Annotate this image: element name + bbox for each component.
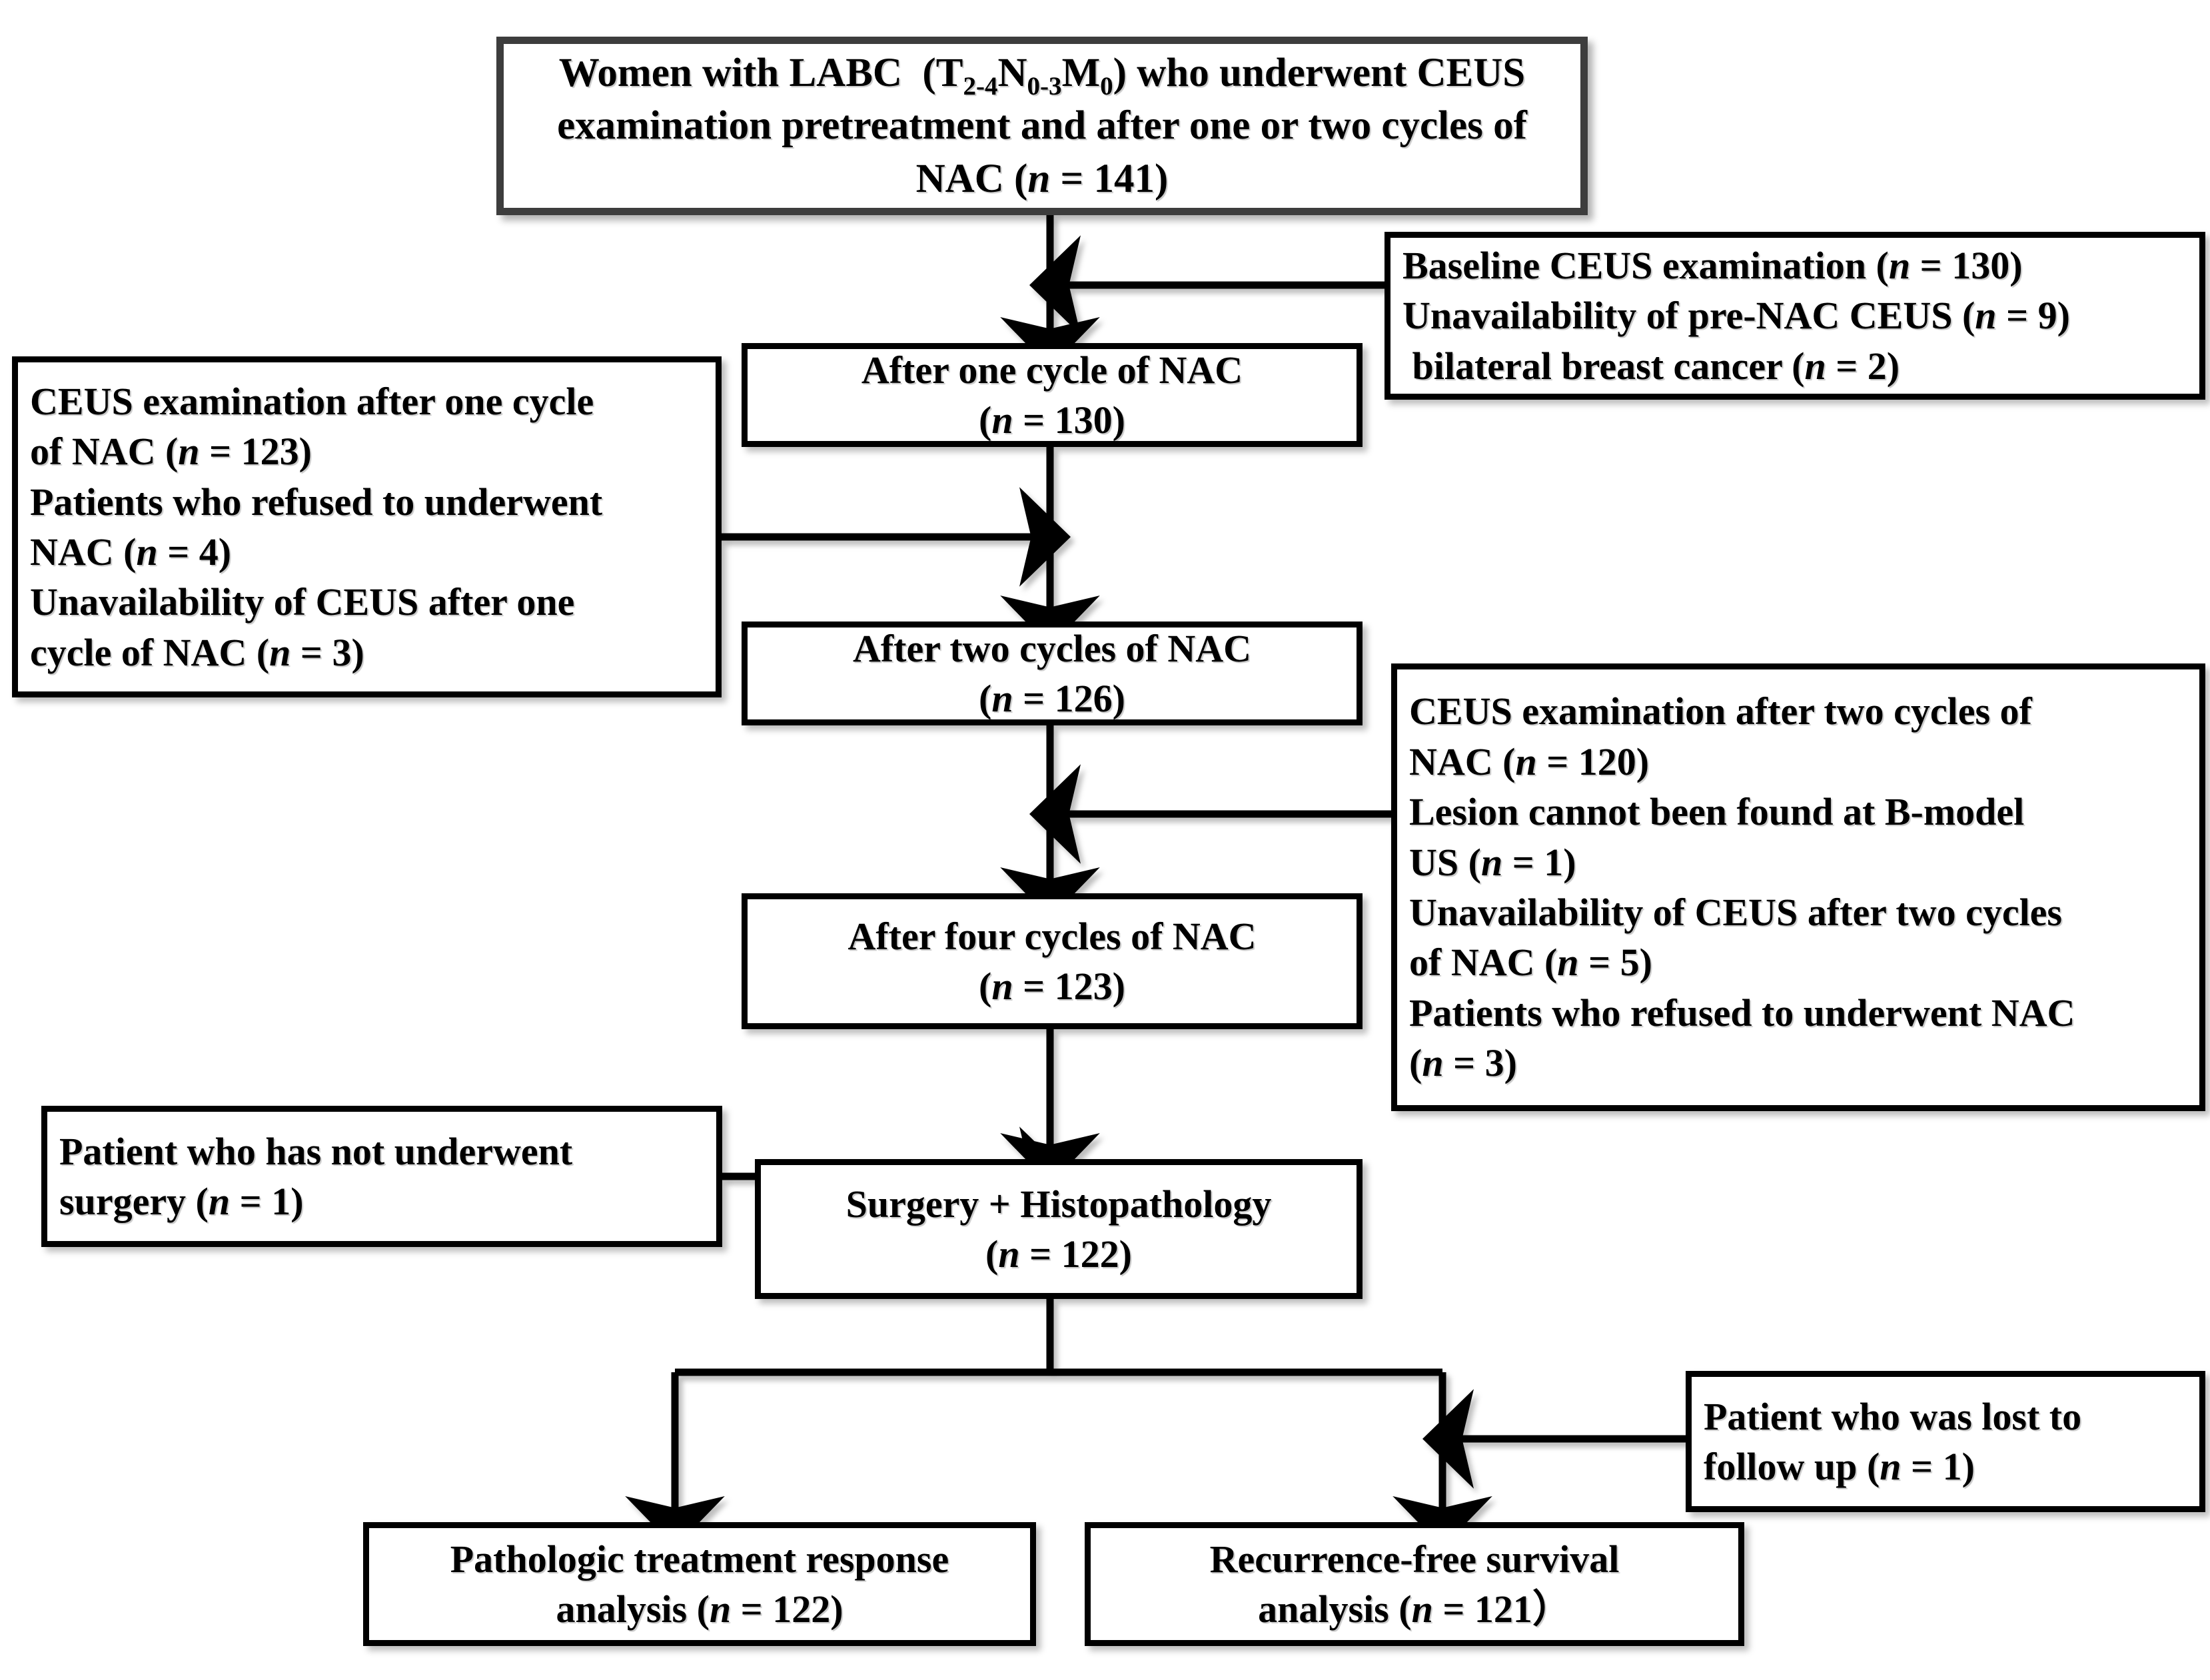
node-exclusion-two-cycles-line-2: NAC (n = 120) — [1409, 739, 1650, 783]
node-exclusion-two-cycles-line-3: Lesion cannot been found at B-model — [1409, 790, 2025, 834]
node-root-line-1: Women with LABC (T2-4N0-3M0) who underwe… — [558, 51, 1526, 101]
node-after-four-cycles-line-2: (n = 123) — [979, 965, 1125, 1008]
node-after-four-cycles-line-1: After four cycles of NAC — [847, 914, 1257, 958]
node-root-line-3: NAC (n = 141) — [915, 156, 1169, 201]
node-exclusion-one-cycle-line-3: Patients who refused to underwent — [30, 480, 603, 524]
node-root-line-2: examination pretreatment and after one o… — [557, 103, 1527, 149]
node-surgery-line-1: Surgery + Histopathology — [845, 1182, 1272, 1226]
node-pathologic-analysis-line-1: Pathologic treatment response — [450, 1537, 949, 1581]
node-exclusion-one-cycle-line-4: NAC (n = 4) — [30, 530, 232, 574]
node-exclusion-one-cycle-line-6: cycle of NAC (n = 3) — [30, 630, 364, 674]
node-after-one-cycle-line-1: After one cycle of NAC — [861, 348, 1243, 392]
node-surgery-line-2: (n = 122) — [985, 1232, 1132, 1276]
node-root[interactable]: Women with LABC (T2-4N0-3M0) who underwe… — [496, 37, 1588, 215]
node-rfs-analysis-line-1: Recurrence-free survival — [1209, 1537, 1620, 1581]
node-exclusion-baseline-line-3: bilateral breast cancer (n = 2) — [1402, 344, 1900, 388]
node-exclusion-followup-line-1: Patient who was lost to — [1704, 1394, 2082, 1438]
node-exclusion-one-cycle-line-2: of NAC (n = 123) — [30, 430, 312, 474]
node-pathologic-analysis-line-2: analysis (n = 122) — [556, 1587, 843, 1631]
node-exclusion-surgery-line-1: Patient who has not underwent — [59, 1129, 573, 1173]
node-exclusion-baseline-line-1: Baseline CEUS examination (n = 130) — [1402, 243, 2023, 287]
node-exclusion-baseline[interactable]: Baseline CEUS examination (n = 130) Unav… — [1384, 232, 2205, 400]
node-exclusion-baseline-line-2: Unavailability of pre-NAC CEUS (n = 9) — [1402, 294, 2070, 338]
node-exclusion-one-cycle-line-5: Unavailability of CEUS after one — [30, 580, 575, 624]
node-exclusion-two-cycles-line-5: Unavailability of CEUS after two cycles — [1409, 891, 2062, 934]
node-after-four-cycles[interactable]: After four cycles of NAC (n = 123) — [742, 893, 1363, 1029]
node-exclusion-two-cycles-line-6: of NAC (n = 5) — [1409, 941, 1652, 985]
node-surgery[interactable]: Surgery + Histopathology (n = 122) — [755, 1159, 1363, 1299]
node-exclusion-followup[interactable]: Patient who was lost to follow up (n = 1… — [1686, 1371, 2205, 1512]
node-after-two-cycles-line-2: (n = 126) — [979, 677, 1125, 720]
node-exclusion-one-cycle-line-1: CEUS examination after one cycle — [30, 379, 594, 423]
node-after-two-cycles[interactable]: After two cycles of NAC (n = 126) — [742, 622, 1363, 725]
node-exclusion-followup-line-2: follow up (n = 1) — [1704, 1445, 1975, 1488]
node-rfs-analysis[interactable]: Recurrence-free survival analysis (n = 1… — [1085, 1522, 1744, 1646]
node-after-one-cycle-line-2: (n = 130) — [979, 398, 1125, 442]
node-exclusion-two-cycles-line-7: Patients who refused to underwent NAC — [1409, 991, 2075, 1035]
node-pathologic-analysis[interactable]: Pathologic treatment response analysis (… — [363, 1522, 1036, 1646]
node-exclusion-two-cycles-line-1: CEUS examination after two cycles of — [1409, 689, 2032, 733]
node-exclusion-two-cycles-line-4: US (n = 1) — [1409, 840, 1576, 884]
node-exclusion-two-cycles[interactable]: CEUS examination after two cycles of NAC… — [1391, 663, 2205, 1111]
node-after-one-cycle[interactable]: After one cycle of NAC (n = 130) — [742, 343, 1363, 447]
node-exclusion-one-cycle[interactable]: CEUS examination after one cycle of NAC … — [12, 356, 722, 697]
node-rfs-analysis-line-2: analysis (n = 121） — [1258, 1587, 1571, 1631]
node-exclusion-two-cycles-line-8: (n = 3) — [1409, 1041, 1517, 1085]
node-exclusion-surgery-line-2: surgery (n = 1) — [59, 1180, 304, 1223]
node-exclusion-surgery[interactable]: Patient who has not underwent surgery (n… — [41, 1106, 722, 1247]
node-after-two-cycles-line-1: After two cycles of NAC — [852, 626, 1252, 670]
